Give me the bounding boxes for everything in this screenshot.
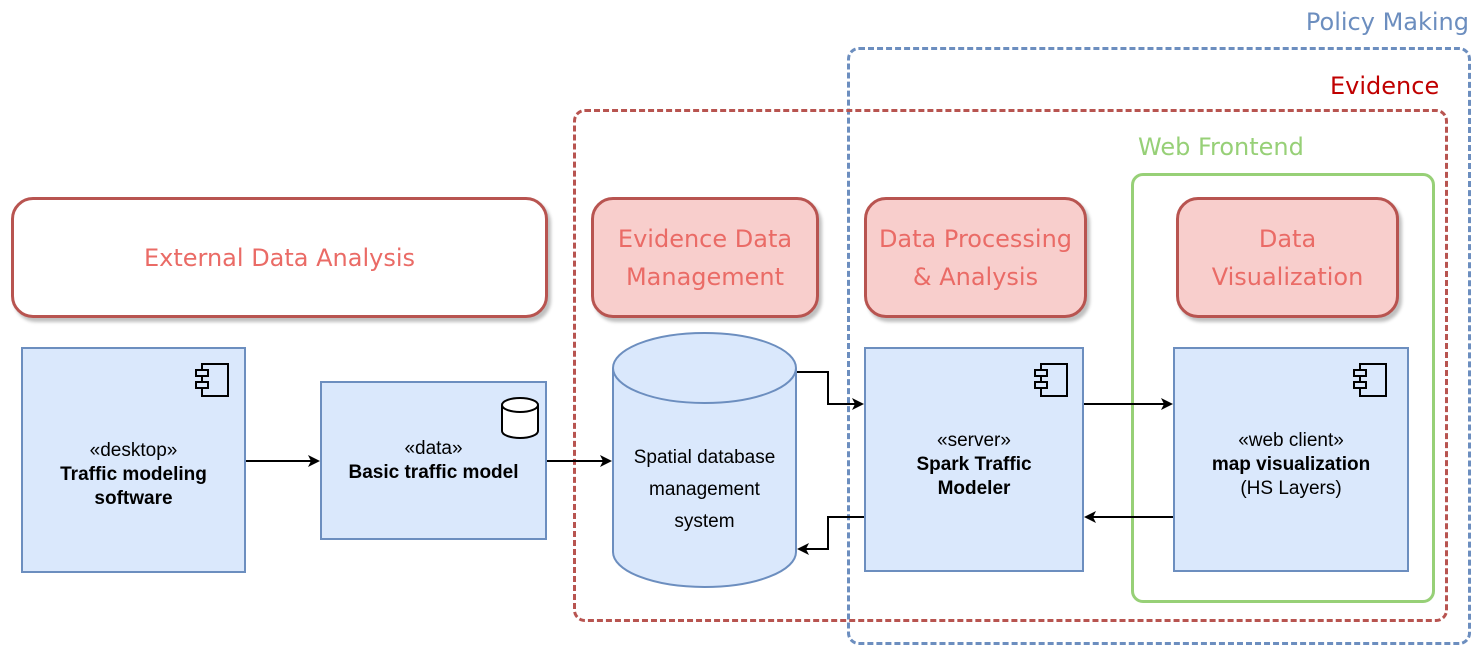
- component-icon: [195, 363, 229, 397]
- web-client-stereotype: «web client»: [1238, 429, 1344, 451]
- data-visualization-label: Data Visualization: [1211, 224, 1364, 291]
- policy-making-zone: [847, 47, 1471, 645]
- spatial-database-label: Spatial database management system: [633, 447, 776, 532]
- spatial-database-node: Spatial database management system: [612, 332, 797, 588]
- data-processing-box: Data Processing & Analysis: [864, 197, 1087, 318]
- hs-layers-label: (HS Layers): [1240, 477, 1342, 499]
- data-processing-label: Data Processing & Analysis: [878, 224, 1073, 291]
- server-stereotype: «server»: [937, 429, 1011, 451]
- cylinder-shape: [612, 332, 797, 588]
- component-icon: [1353, 363, 1387, 397]
- data-stereotype: «data»: [404, 437, 463, 459]
- evidence-data-management-box: Evidence Data Management: [591, 197, 819, 318]
- evidence-zone: [573, 109, 1448, 622]
- basic-traffic-model-name: Basic traffic model: [348, 461, 519, 483]
- arrow-server-to-database: [797, 516, 864, 555]
- evidence-label: Evidence: [1330, 72, 1440, 100]
- web-frontend-label: Web Frontend: [1138, 133, 1304, 161]
- data-visualization-box: Data Visualization: [1176, 197, 1399, 318]
- map-visualization-node: «web client» map visualization (HS Layer…: [1173, 347, 1409, 572]
- traffic-modeling-software-name: Traffic modeling software: [60, 464, 207, 509]
- web-frontend-zone: [1131, 173, 1435, 603]
- evidence-data-management-label: Evidence Data Management: [617, 224, 793, 291]
- spark-traffic-modeler-name: Spark Traffic Modeler: [916, 453, 1032, 499]
- component-icon: [1034, 363, 1068, 397]
- external-data-analysis-box: External Data Analysis: [11, 197, 548, 318]
- arrow-database-to-server: [797, 371, 864, 410]
- database-icon: [501, 397, 539, 439]
- map-visualization-name: map visualization: [1211, 453, 1371, 475]
- desktop-stereotype: «desktop»: [89, 440, 178, 461]
- policy-making-label: Policy Making: [1305, 8, 1469, 36]
- external-data-analysis-label: External Data Analysis: [143, 243, 416, 272]
